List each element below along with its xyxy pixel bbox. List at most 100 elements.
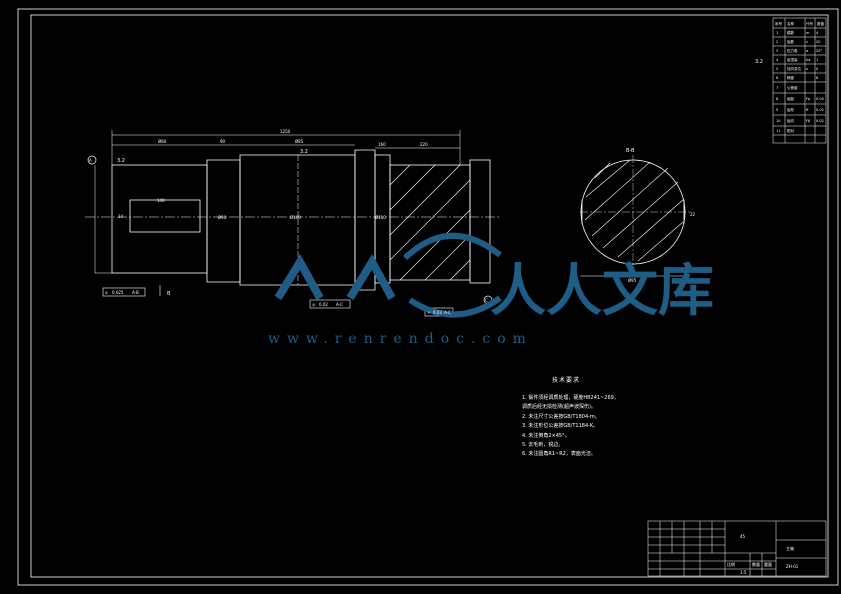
side-table-cell: 8 [776,97,778,101]
side-table-cell: 9 [776,108,778,112]
side-table-cell: 齿距 [787,96,795,101]
datum-c-label: C [485,298,488,303]
title-block-grid [647,520,827,577]
side-table-cell: 20° [816,49,822,53]
side-table-cell: 压力角 [787,48,798,53]
side-table-cell: 精度 [787,75,795,80]
side-table-cell: 11 [776,129,780,133]
side-table-cell: 配对 [787,128,795,133]
side-table-cell: ha [806,58,810,62]
side-table-cell: 6 [776,76,778,80]
tol2-symbol: ◎ [312,302,316,307]
side-table-cell: 模数 [787,30,795,35]
side-table-cell: 0 [816,67,818,71]
dim-dia-c: Ø110 [375,215,386,220]
tech-requirement-item: 1. 锻件须经调质处理，硬度HB241~269， [522,395,619,401]
material-label: 45 [740,534,746,539]
tolerance-labels: ⌭ 0.025 A-B ◎ 0.02 A-C ↗ 0.03 A-C [105,290,451,315]
section-bb-hatching [584,159,685,262]
dim-dia-b: Ø100 [290,215,301,220]
side-table-cell: 径向变位 [787,66,801,71]
side-table-cell: z [806,40,808,44]
side-table-header: 名称 [787,21,795,26]
tech-requirements-title: 技术要求 [551,377,580,384]
tol1-symbol: ⌭ [105,290,108,295]
dim-dia-a: Ø90 [218,215,227,220]
side-table-cell: 齿数 [787,39,795,44]
side-table-cell: 4 [776,58,779,62]
weight-label: 重量 [764,561,772,567]
qty-label: 数量 [752,561,760,567]
tol3-value: 0.03 [433,310,442,315]
section-hatching [389,164,471,281]
tech-requirement-item: 3. 未注形位公差按GB/T1184-K。 [522,423,599,430]
tech-requirement-item: 调质后经无损检测(超声波探伤)。 [522,404,596,411]
side-table-cell: 1 [816,58,818,62]
tech-requirement-item: 2. 未注尺寸公差按GB/T1804-m。 [522,413,600,420]
tol1-value: 0.025 [112,290,124,295]
section-cut-label: B [167,291,171,297]
watermark-url: www.renrendoc.com [268,331,533,347]
scale-value: 1:5 [740,570,747,575]
dim-section-len: 220 [420,142,428,147]
scale-label: 比例 [727,561,735,567]
tol2-value: 0.02 [319,302,328,307]
watermark-logo-icon [274,232,502,318]
roughness-2: 3.2 [300,149,308,155]
dim-overall-length: 1250 [280,129,291,134]
tolerance-frames [102,285,454,317]
side-table-cell: 齿向 [787,118,795,123]
side-table-header: 数值 [817,21,825,26]
side-table-header: 代号 [806,21,814,26]
dimension-labels: 1250 Ø80 90 Ø85 160 220 140 14 Ø90 Ø100 … [118,129,696,283]
datum-a-label: A [89,158,92,163]
side-table-cell: Fβ [806,119,810,123]
inner-frame [30,14,829,578]
side-table-header: 序号 [775,21,783,26]
annotation-labels: 3.2 3.2 3.2 A C B B-B [89,59,763,303]
tech-requirement-item: 4. 未注倒角2×45°。 [522,432,570,439]
title-block-text: 主轴 ZH-01 45 比例 数量 重量 1:5 [727,534,799,575]
dim-mid-dia: Ø85 [295,139,304,144]
section-view-bb [580,155,690,277]
side-table-cell: 0.02 [816,108,824,112]
dim-gap: 90 [220,139,226,144]
side-table-cell: 公差组 [787,85,798,90]
tol2-datum: A-C [336,302,343,307]
tech-requirement-item: 5. 去毛刺，锐边。 [522,442,564,449]
corner-roughness: 3.2 [755,59,763,65]
side-table-cell: 齿顶高 [787,57,798,62]
side-table-cell: 4 [816,31,819,35]
dim-shaft-dia-1: Ø80 [158,139,167,144]
section-view-title: B-B [626,148,635,154]
side-table-cell: 20 [816,40,820,44]
tol1-datum: A-B [132,290,139,295]
side-table-cell: 3 [776,49,778,53]
side-table-cell: 7 [776,86,778,90]
dim-section-dia: Ø95 [628,278,637,283]
roughness-1: 3.2 [117,158,125,164]
dim-key-width: 22 [690,212,696,217]
side-table-cell: 2 [776,40,778,44]
dim-keyway-len: 140 [157,198,165,203]
side-table-cell: x [806,67,808,71]
outer-frame [17,8,839,586]
side-table-cell: 5 [776,67,778,71]
dim-small-len: 160 [378,142,386,147]
tol3-symbol: ↗ [427,310,430,315]
side-table-cell: 10 [776,119,780,123]
side-table-cell: 0.05 [816,97,824,101]
shaft-main-view [85,130,500,291]
watermark-name: 人人文库 [490,258,714,324]
side-table-cell: 1 [776,31,778,35]
tech-requirements-list: 1. 锻件须经调质处理，硬度HB241~269， 调质后经无损检测(超声波探伤)… [522,394,619,460]
side-table-cell: 0.02 [816,119,824,123]
side-table-cell: Fp [806,97,811,101]
side-table-cell: 8 [816,76,818,80]
dim-key-depth: 14 [118,214,124,219]
drawing-number: ZH-01 [786,564,799,569]
part-name: 主轴 [786,545,794,551]
